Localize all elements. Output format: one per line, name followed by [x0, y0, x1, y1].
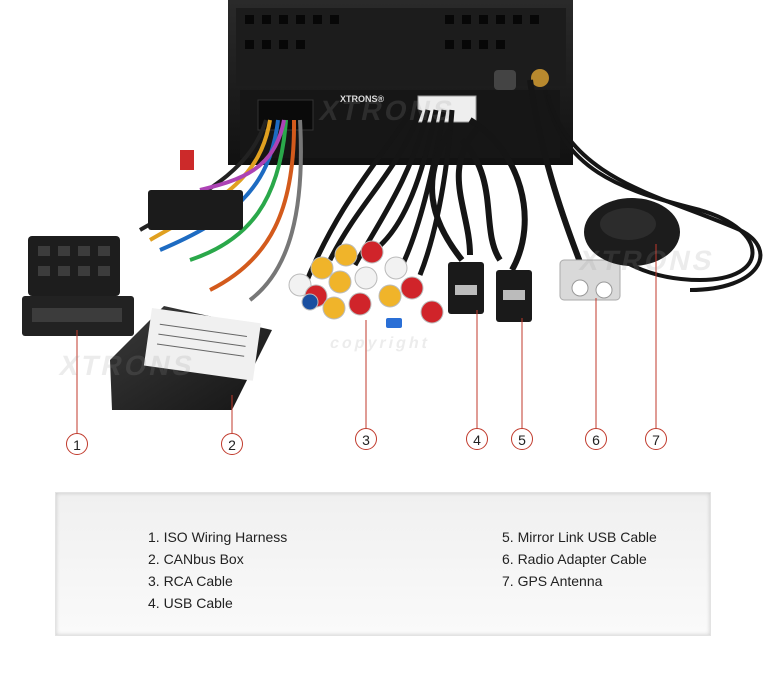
legend-item: 1. ISO Wiring Harness: [148, 529, 288, 545]
legend-left-column: 1. ISO Wiring Harness 2. CANbus Box 3. R…: [148, 526, 287, 614]
legend-panel: 1. ISO Wiring Harness 2. CANbus Box 3. R…: [55, 492, 711, 636]
legend-item: 7. GPS Antenna: [502, 573, 603, 589]
legend-item: 3. RCA Cable: [148, 573, 233, 589]
callout-1: 1: [66, 433, 88, 455]
rca-cables: [288, 108, 455, 328]
callout-6: 6: [585, 428, 607, 450]
legend-item: 2. CANbus Box: [148, 551, 244, 567]
brand-label: XTRONS®: [340, 94, 385, 104]
canbus-box: [110, 306, 272, 410]
watermark: XTRONS: [316, 95, 459, 126]
product-photo: XTRONS®: [22, 0, 763, 433]
callout-4: 4: [466, 428, 488, 450]
callout-5: 5: [511, 428, 533, 450]
watermark: XTRONS: [56, 350, 199, 381]
legend-item: 6. Radio Adapter Cable: [502, 551, 647, 567]
iso-connector: [22, 150, 243, 336]
legend-right-column: 5. Mirror Link USB Cable 6. Radio Adapte…: [502, 526, 657, 592]
watermark: copyright: [328, 335, 432, 352]
legend-item: 4. USB Cable: [148, 595, 233, 611]
watermark: XTRONS: [576, 245, 719, 276]
radio-adapter-cable: [527, 79, 621, 301]
usb-cables: [429, 117, 532, 322]
callout-2: 2: [221, 433, 243, 455]
legend-item: 5. Mirror Link USB Cable: [502, 529, 657, 545]
callout-3: 3: [355, 428, 377, 450]
callout-7: 7: [645, 428, 667, 450]
